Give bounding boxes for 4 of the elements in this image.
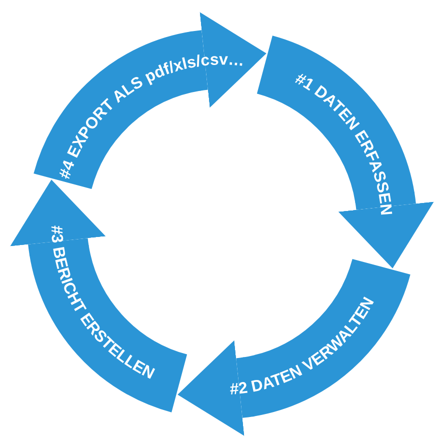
arrow [10,180,106,256]
arrow [190,12,266,108]
arrow [338,192,434,268]
arrow [178,340,254,436]
